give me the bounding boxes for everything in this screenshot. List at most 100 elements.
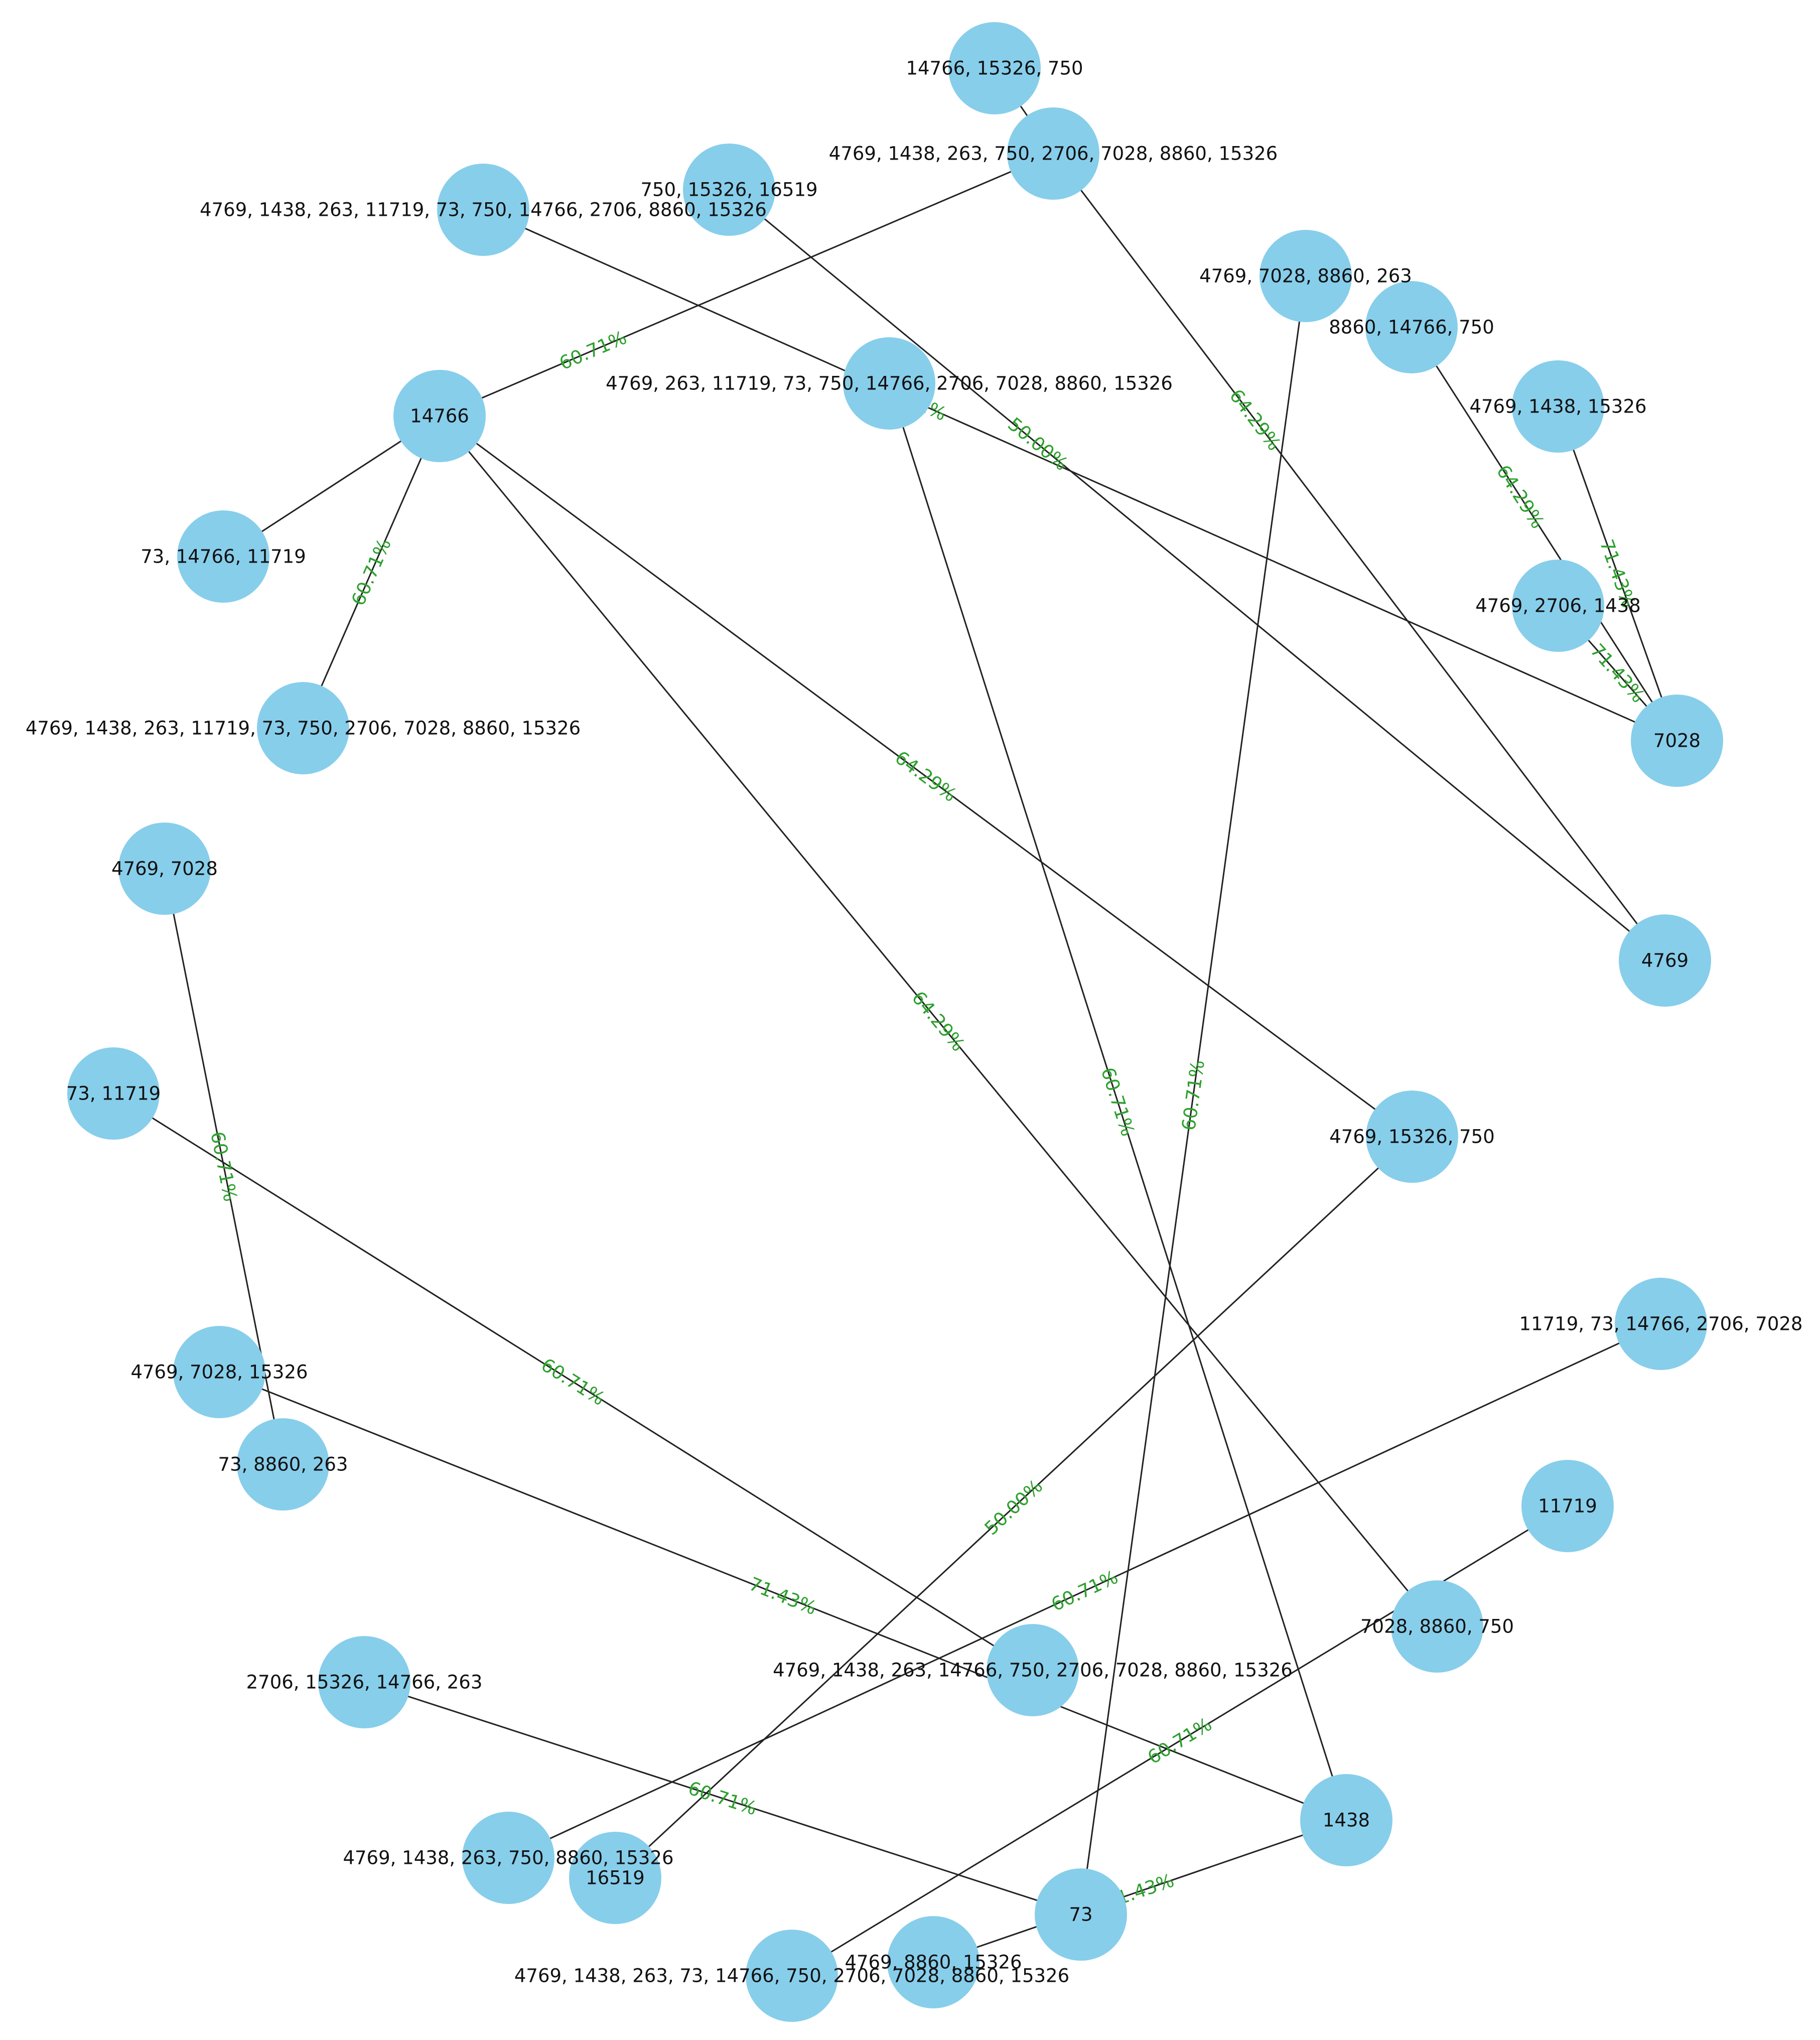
node-label: 11719: [1538, 1495, 1597, 1517]
edge-weight-label: 60.71%: [1097, 1065, 1139, 1139]
graph-edge: [302, 416, 441, 729]
node-label: 4769, 263, 11719, 73, 750, 14766, 2706, …: [606, 373, 1173, 394]
node-label: 4769, 7028, 8860, 263: [1199, 265, 1412, 287]
node-circle: [1631, 695, 1723, 787]
node-label: 73, 14766, 11719: [141, 546, 306, 568]
node-circle: [683, 144, 775, 236]
graph-node: [462, 1812, 554, 1904]
node-circle: [948, 22, 1041, 114]
graph-edge: [1052, 153, 1666, 961]
node-label: 4769, 15326, 750: [1329, 1126, 1495, 1148]
node-label: 14766, 15326, 750: [906, 58, 1083, 79]
node-circle: [1615, 1278, 1707, 1370]
graph-node: [257, 682, 349, 774]
edge-weight-label: 60.71%: [1178, 1059, 1209, 1132]
edge-weight-label: 71.43%: [746, 1573, 820, 1619]
node-label: 73, 8860, 263: [218, 1454, 348, 1475]
graph-edge: [439, 416, 1438, 1627]
node-label: 4769, 2706, 1438: [1475, 595, 1641, 617]
node-label: 4769, 7028: [111, 858, 218, 880]
graph-node: [177, 510, 269, 603]
graph-node: [1619, 914, 1711, 1007]
edge-weight-label: 60.71%: [347, 535, 395, 609]
node-label: 750, 15326, 16519: [640, 179, 817, 201]
graph-edge: [219, 1371, 1347, 1821]
graph-node: [1512, 360, 1604, 453]
node-circle: [393, 370, 486, 462]
node-label: 4769, 8860, 15326: [845, 1952, 1022, 1973]
graph-node: [1512, 560, 1604, 652]
node-circle: [887, 1916, 979, 2008]
graph-node: [1259, 230, 1352, 322]
edge-weight-label: 60.71%: [685, 1777, 759, 1819]
graph-edge: [364, 1681, 1081, 1916]
edge-weight-label: 60.71%: [1048, 1566, 1121, 1615]
node-circle: [462, 1812, 554, 1904]
node-label: 1438: [1323, 1810, 1370, 1831]
node-label: 4769, 1438, 263, 14766, 750, 2706, 7028,…: [773, 1660, 1293, 1681]
node-circle: [257, 682, 349, 774]
edge-weight-label: 64.29%: [908, 987, 969, 1055]
node-circle: [318, 1636, 410, 1728]
node-circle: [987, 1624, 1079, 1716]
graph-node: [1391, 1580, 1483, 1673]
graph-node: [1007, 107, 1099, 200]
node-circle: [746, 1930, 838, 2022]
node-circle: [1035, 1868, 1127, 1961]
edge-weight-label: 64.29%: [891, 747, 961, 806]
node-label: 73, 11719: [66, 1083, 161, 1105]
node-label: 7028, 8860, 750: [1360, 1616, 1514, 1638]
graph-node: [1365, 281, 1458, 373]
node-circle: [1259, 230, 1352, 322]
edge-weight-label: 60.71%: [1144, 1713, 1216, 1769]
node-label: 2706, 15326, 14766, 263: [246, 1672, 483, 1693]
node-label: 14766: [410, 405, 469, 427]
node-circle: [1619, 914, 1711, 1007]
graph-node: [1631, 695, 1723, 787]
graph-node: [67, 1047, 160, 1140]
graph-edge: [933, 1819, 1347, 1963]
edge-weight-label: 64.29%: [1492, 461, 1549, 532]
node-label: 4769, 1438, 263, 11719, 73, 750, 14766, …: [200, 199, 767, 221]
node-circle: [1391, 1580, 1483, 1673]
node-circle: [67, 1047, 160, 1140]
node-label: 4769, 1438, 15326: [1469, 396, 1646, 418]
graph-edge: [1411, 327, 1678, 741]
node-circle: [173, 1326, 265, 1418]
node-circle: [1007, 107, 1099, 200]
graph-node: [1035, 1868, 1127, 1961]
graph-edge: [729, 189, 1665, 962]
node-circle: [1512, 560, 1604, 652]
node-circle: [1300, 1774, 1392, 1866]
node-label: 4769, 1438, 263, 750, 8860, 15326: [343, 1847, 673, 1869]
graph-edge: [439, 153, 1054, 417]
graph-edge: [888, 383, 1347, 1821]
graph-node: [393, 370, 486, 462]
node-label: 4769, 1438, 263, 750, 2706, 7028, 8860, …: [829, 143, 1278, 165]
graph-node: [569, 1832, 661, 1924]
graph-node: [318, 1636, 410, 1728]
node-circle: [1366, 1091, 1458, 1183]
graph-node: [843, 337, 935, 430]
edge-weight-label: 60.71%: [556, 327, 630, 374]
node-label: 4769, 1438, 263, 11719, 73, 750, 2706, 7…: [26, 718, 581, 739]
node-label: 4769, 1438, 263, 73, 14766, 750, 2706, 7…: [514, 1965, 1069, 1987]
edge-weight-label: 50.00%: [981, 1475, 1047, 1540]
graph-node: [1300, 1774, 1392, 1866]
graph-edge: [439, 415, 1413, 1138]
graph-node: [237, 1418, 329, 1511]
node-label: 11719, 73, 14766, 2706, 7028: [1519, 1313, 1803, 1335]
nodes-layer: 14766, 15326, 750 4769, 1438, 263, 750, 2…: [26, 22, 1803, 2022]
edge-weight-label: 50.00%: [1004, 413, 1072, 475]
graph-node: [746, 1930, 838, 2022]
graph-edge: [483, 209, 1677, 742]
graph-node: [683, 144, 775, 236]
node-label: 4769: [1641, 950, 1689, 972]
node-label: 7028: [1653, 730, 1701, 752]
graph-edge: [614, 1136, 1413, 1879]
node-circle: [843, 337, 935, 430]
edge-weight-label: 60.71%: [537, 1354, 609, 1410]
graph-node: [1366, 1091, 1458, 1183]
node-circle: [177, 510, 269, 603]
